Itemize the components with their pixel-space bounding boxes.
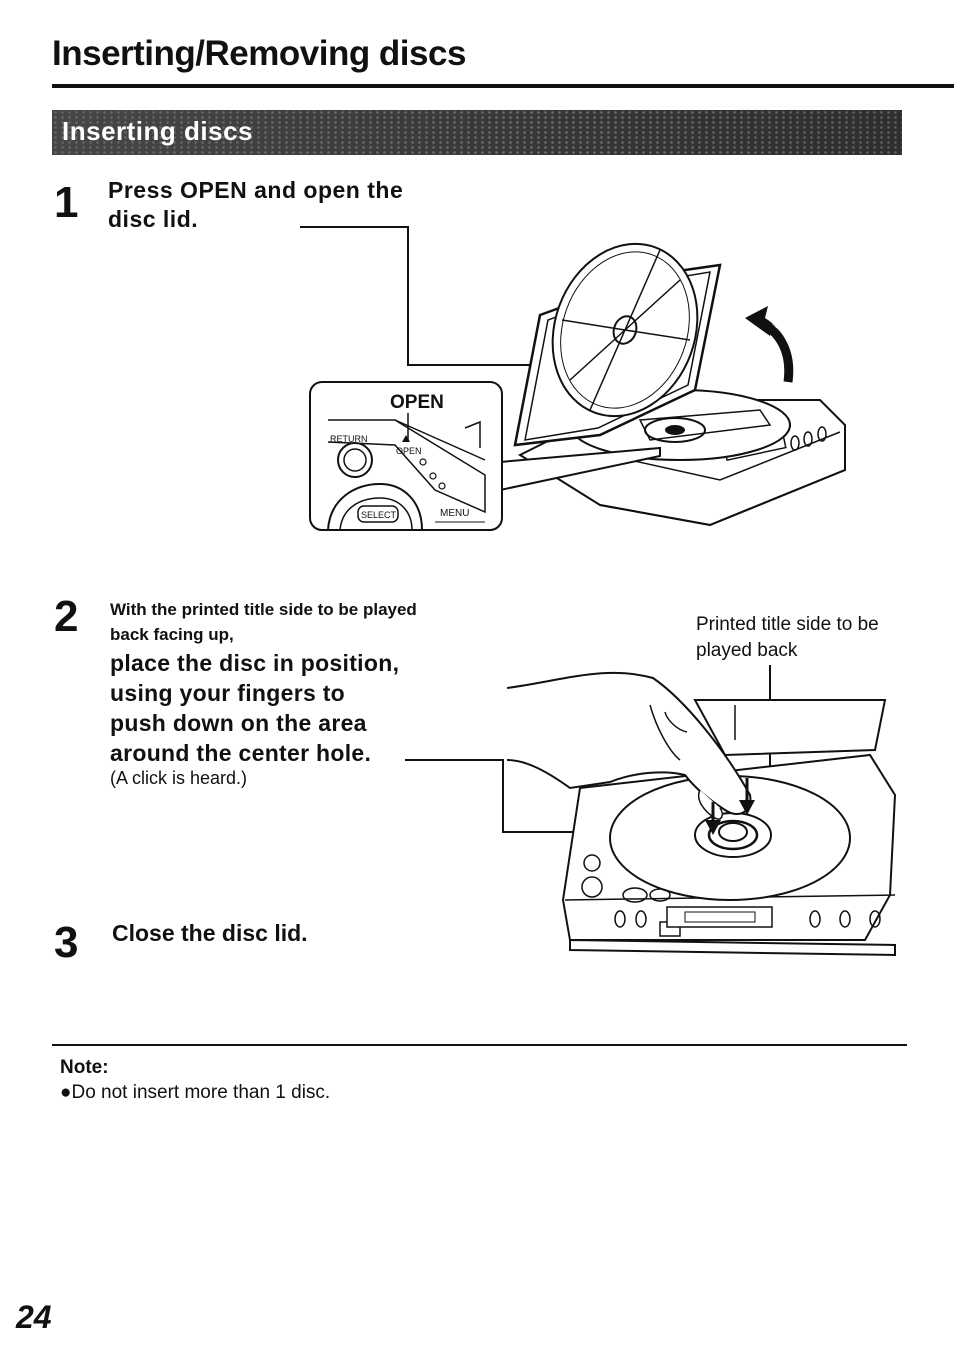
printed-side-caption: Printed title side to be played back <box>696 614 879 661</box>
disc-placement-illustration <box>405 665 897 957</box>
step-text-line: push down on the area <box>110 710 367 736</box>
note-label: Note: <box>60 1057 109 1078</box>
step-text: place the disc in position, using your f… <box>110 648 432 768</box>
menu-button-label: MENU <box>440 508 469 519</box>
open-button-callout <box>309 381 503 531</box>
push-down-arrow-icon <box>739 800 755 815</box>
step-small-text: With the printed title side to be played… <box>110 600 417 644</box>
step-number: 2 <box>54 592 79 641</box>
open-direction-arrow-icon <box>745 306 792 378</box>
open-button-label: OPEN <box>396 446 422 456</box>
step-text: Close the disc lid. <box>112 920 308 946</box>
page-number: 24 <box>16 1299 52 1335</box>
disc-lid-open-illustration: OPEN RETURN OPEN SELECT MENU <box>300 226 846 531</box>
disc-lid <box>693 699 887 757</box>
select-dial-icon <box>327 482 423 531</box>
note-divider <box>52 1044 907 1046</box>
step-text-line: place the disc in position, <box>110 650 400 676</box>
open-triangle-icon <box>402 435 410 442</box>
section-banner: Inserting discs <box>52 110 902 155</box>
step-number: 3 <box>54 918 79 967</box>
banner-shade <box>52 110 902 155</box>
step-text: Press OPEN and open the disc lid. <box>108 177 404 232</box>
push-down-arrow-icon <box>705 820 721 835</box>
title-rule <box>52 84 954 88</box>
return-button-icon <box>337 442 373 478</box>
leader-line <box>300 226 540 366</box>
page-title: Inserting/Removing discs <box>52 34 466 73</box>
step-text-line: around the center hole. <box>110 740 372 766</box>
select-button-label: SELECT <box>361 510 397 520</box>
return-button-label: RETURN <box>330 434 368 444</box>
note-item: ●Do not insert more than 1 disc. <box>60 1082 331 1103</box>
step-number: 1 <box>54 178 79 227</box>
step-text-line: using your fingers to <box>110 680 346 706</box>
leader-line <box>405 759 633 833</box>
section-label: Inserting discs <box>62 116 253 146</box>
callout-open-label: OPEN <box>390 392 444 413</box>
hand <box>506 671 752 815</box>
step-sub-text: (A click is heard.) <box>110 768 248 788</box>
